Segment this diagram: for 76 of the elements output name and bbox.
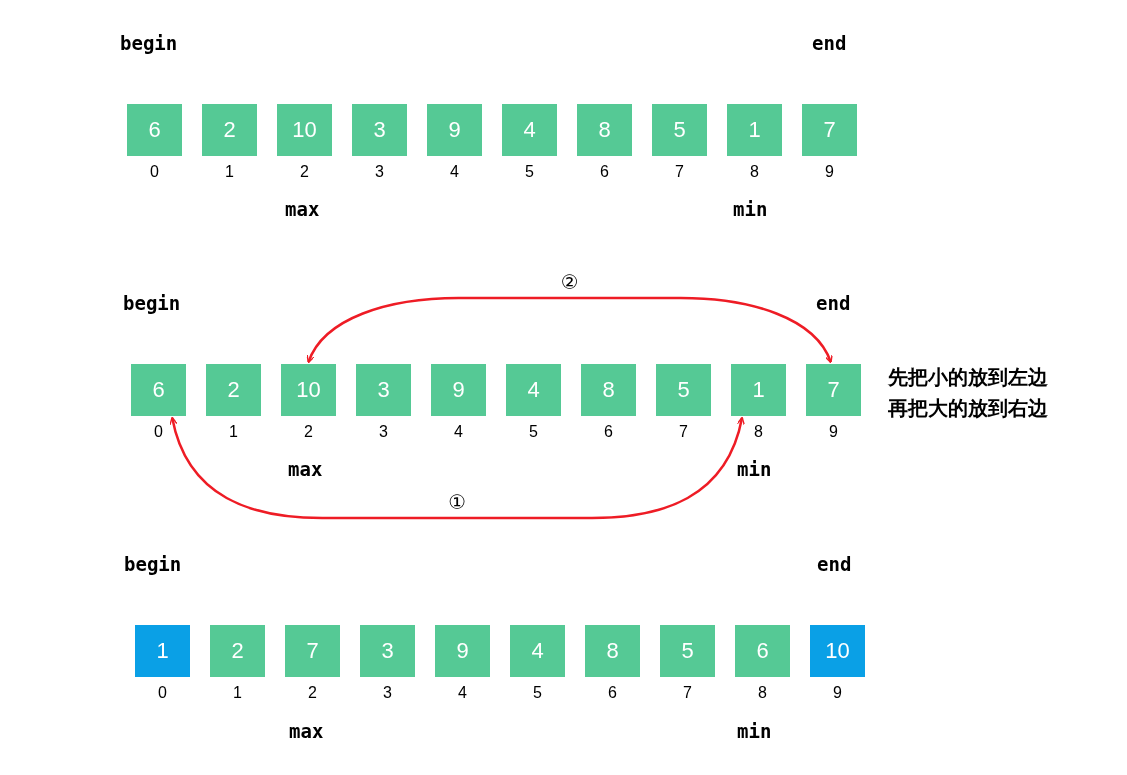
number-box: 6 [131,364,186,416]
index-label: 7 [682,684,693,702]
number-box: 5 [660,625,715,677]
index-label: 6 [603,423,614,441]
index-label: 0 [157,684,168,702]
pointer-label: max [289,720,324,742]
index-label: 5 [524,163,535,181]
pointer-label: end [812,32,847,54]
index-label: 5 [532,684,543,702]
arrow [169,416,745,520]
number-box: 7 [806,364,861,416]
index-label: 3 [374,163,385,181]
index-label: 3 [378,423,389,441]
number-box: 3 [352,104,407,156]
index-label: 2 [307,684,318,702]
index-label: 4 [449,163,460,181]
number-box: 6 [735,625,790,677]
number-box: 3 [356,364,411,416]
pointer-label: min [737,458,772,480]
number-box: 5 [656,364,711,416]
index-label: 0 [153,423,164,441]
pointer-label: begin [123,292,181,314]
index-label: 2 [303,423,314,441]
index-label: 9 [832,684,843,702]
index-label: 9 [828,423,839,441]
index-label: 2 [299,163,310,181]
index-label: 4 [453,423,464,441]
index-label: 6 [599,163,610,181]
note-text: 先把小的放到左边 [888,364,1048,390]
pointer-label: begin [120,32,178,54]
index-label: 1 [224,163,235,181]
number-box: 9 [431,364,486,416]
pointer-label: end [817,553,852,575]
arrow [307,296,833,364]
index-label: 7 [678,423,689,441]
index-label: 4 [457,684,468,702]
pointer-label: end [816,292,851,314]
number-box: 2 [202,104,257,156]
pointer-label: begin [124,553,182,575]
number-box: 4 [506,364,561,416]
note-text: 再把大的放到右边 [888,395,1048,421]
number-box: 10 [277,104,332,156]
index-label: 8 [753,423,764,441]
number-box: 2 [206,364,261,416]
number-box: 9 [427,104,482,156]
pointer-label: min [733,198,768,220]
index-label: 5 [528,423,539,441]
number-box: 2 [210,625,265,677]
pointer-label: max [285,198,320,220]
index-label: 0 [149,163,160,181]
index-label: 9 [824,163,835,181]
pointer-label: max [288,458,323,480]
number-box: 7 [802,104,857,156]
index-label: 7 [674,163,685,181]
number-box: 4 [502,104,557,156]
index-label: 8 [757,684,768,702]
number-box: 8 [581,364,636,416]
index-label: 1 [228,423,239,441]
number-box: 10 [281,364,336,416]
number-box: 4 [510,625,565,677]
number-box: 7 [285,625,340,677]
number-box: 3 [360,625,415,677]
pointer-label: min [737,720,772,742]
index-label: 1 [232,684,243,702]
number-box: 8 [585,625,640,677]
number-box: 6 [127,104,182,156]
number-box: 1 [135,625,190,677]
number-box: 10 [810,625,865,677]
number-box: 8 [577,104,632,156]
number-box: 9 [435,625,490,677]
index-label: 8 [749,163,760,181]
number-box: 1 [731,364,786,416]
index-label: 3 [382,684,393,702]
index-label: 6 [607,684,618,702]
number-box: 5 [652,104,707,156]
number-box: 1 [727,104,782,156]
